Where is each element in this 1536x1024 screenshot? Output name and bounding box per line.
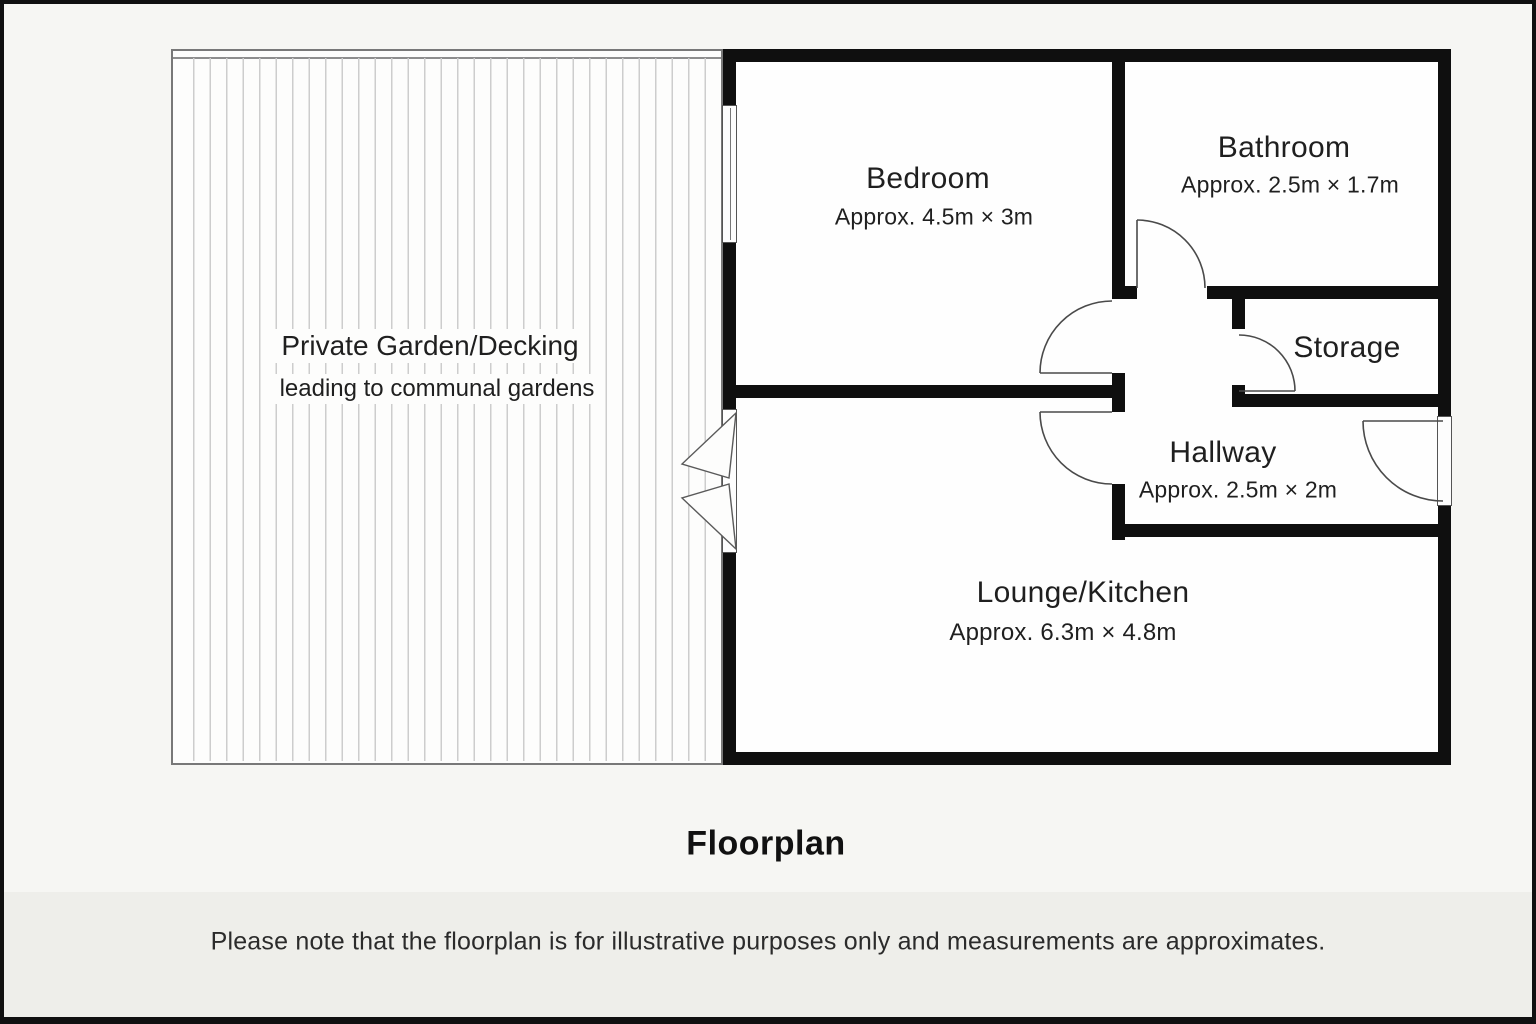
storage-label: Storage: [1293, 331, 1401, 364]
hallway-dims: Approx. 2.5m × 2m: [1138, 476, 1338, 503]
wall-right-upper: [1438, 49, 1451, 416]
wall-storage-south: [1232, 394, 1438, 407]
footer-band: [4, 892, 1532, 1017]
entrance-door-frame: [1437, 416, 1452, 506]
wall-bedroom-east: [1112, 62, 1125, 299]
decking-stripes: [178, 58, 718, 761]
garden-top-rail: [173, 57, 721, 59]
bedroom-window-mullion: [729, 108, 731, 240]
bedroom-label: Bedroom: [866, 162, 990, 195]
wall-bathroom-south-stub: [1112, 286, 1137, 299]
garden-label: Private Garden/Decking: [271, 329, 589, 363]
footer-note: Please note that the floorplan is for il…: [210, 927, 1326, 956]
wall-right-lower: [1438, 506, 1451, 765]
garden-subtitle: leading to communal gardens: [271, 374, 603, 404]
page-title: Floorplan: [686, 824, 846, 863]
patio-door-frame: [722, 409, 737, 553]
lounge-kitchen-dims: Approx. 6.3m × 4.8m: [949, 619, 1177, 646]
bedroom-dims: Approx. 4.5m × 3m: [834, 203, 1034, 230]
wall-storage-west-top: [1232, 299, 1245, 329]
wall-hallway-south: [1112, 524, 1451, 537]
wall-bathroom-south: [1207, 286, 1451, 299]
garden-area: [171, 49, 723, 765]
hallway-label: Hallway: [1169, 436, 1277, 469]
lounge-kitchen-label: Lounge/Kitchen: [976, 576, 1190, 609]
bathroom-dims: Approx. 2.5m × 1.7m: [1181, 171, 1399, 198]
wall-bottom: [723, 752, 1451, 765]
bathroom-label: Bathroom: [1217, 131, 1351, 164]
bedroom-window: [722, 105, 737, 243]
wall-bedroom-south: [736, 385, 1125, 398]
wall-left-lower: [723, 552, 736, 765]
building-interior: [723, 49, 1451, 765]
wall-hallway-west-stub: [1112, 373, 1125, 412]
wall-top: [723, 49, 1451, 62]
